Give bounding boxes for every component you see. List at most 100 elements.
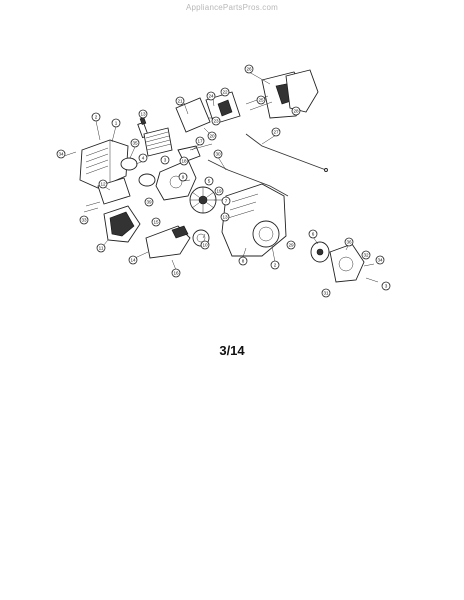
starter-pulley xyxy=(310,241,330,263)
svg-text:1: 1 xyxy=(115,121,118,126)
callout-20: 20 xyxy=(207,131,217,141)
svg-text:27: 27 xyxy=(273,130,279,135)
svg-text:17: 17 xyxy=(197,139,203,144)
svg-text:8: 8 xyxy=(242,259,245,264)
callout-36: 36 xyxy=(344,237,354,247)
svg-text:3: 3 xyxy=(385,284,388,289)
carburetor xyxy=(175,91,241,133)
callout-32: 32 xyxy=(361,250,371,260)
callout-26: 26 xyxy=(244,64,254,74)
fuel-tank xyxy=(145,225,191,259)
callout-3: 3 xyxy=(160,155,170,165)
exploded-parts-diagram: 2 1 34 35 13 4 3 21 24 22 26 25 28 23 20… xyxy=(56,64,391,298)
svg-text:26: 26 xyxy=(246,67,252,72)
svg-text:4: 4 xyxy=(142,156,145,161)
callout-2b: 2 xyxy=(270,260,280,270)
callout-24: 24 xyxy=(206,91,216,101)
callout-23: 23 xyxy=(211,116,221,126)
svg-text:7: 7 xyxy=(225,199,228,204)
svg-text:29: 29 xyxy=(288,243,294,248)
flywheel xyxy=(189,186,217,214)
svg-text:32: 32 xyxy=(363,253,369,258)
callout-31: 31 xyxy=(321,288,331,298)
callout-18: 18 xyxy=(179,156,189,166)
air-filter-housing xyxy=(261,69,319,119)
callout-29: 29 xyxy=(286,240,296,250)
svg-text:18: 18 xyxy=(181,159,187,164)
watermark: AppliancePartsPros.com xyxy=(186,3,278,12)
muffler-cover xyxy=(79,139,129,189)
page-number: 3/14 xyxy=(219,343,245,358)
callout-2: 2 xyxy=(91,112,101,122)
callout-3b: 3 xyxy=(381,281,391,291)
engine-housing xyxy=(221,183,287,257)
callout-7: 7 xyxy=(221,196,231,206)
svg-text:11: 11 xyxy=(99,246,104,251)
svg-text:12: 12 xyxy=(100,182,106,187)
svg-text:9: 9 xyxy=(182,175,185,180)
screws xyxy=(63,151,379,283)
callout-14: 14 xyxy=(128,255,138,265)
callout-21: 21 xyxy=(175,96,185,106)
svg-text:35: 35 xyxy=(132,141,138,146)
svg-text:22: 22 xyxy=(222,90,228,95)
svg-text:16: 16 xyxy=(173,271,179,276)
svg-text:10: 10 xyxy=(202,243,208,248)
svg-text:15: 15 xyxy=(153,220,159,225)
air-cleaner-cover xyxy=(103,205,141,243)
callout-27: 27 xyxy=(271,127,281,137)
callout-34b: 34 xyxy=(375,255,385,265)
svg-text:24: 24 xyxy=(208,94,214,99)
callout-13: 13 xyxy=(138,109,148,119)
svg-text:36: 36 xyxy=(346,240,352,245)
callout-16: 16 xyxy=(171,268,181,278)
svg-text:33: 33 xyxy=(81,218,87,223)
callout-10: 10 xyxy=(200,240,210,250)
svg-text:6: 6 xyxy=(312,232,315,237)
callout-35: 35 xyxy=(130,138,140,148)
svg-text:31: 31 xyxy=(323,291,329,296)
svg-text:3: 3 xyxy=(164,158,167,163)
callout-5: 5 xyxy=(204,176,214,186)
svg-text:21: 21 xyxy=(177,99,183,104)
callout-9: 9 xyxy=(178,172,188,182)
callout-22: 22 xyxy=(220,87,230,97)
svg-text:34: 34 xyxy=(377,258,383,263)
svg-text:2: 2 xyxy=(95,115,98,120)
svg-text:14: 14 xyxy=(130,258,136,263)
callout-6: 6 xyxy=(308,229,318,239)
callout-11: 11 xyxy=(96,243,106,253)
callout-1: 1 xyxy=(111,118,121,128)
throttle-rod xyxy=(245,133,328,172)
callout-34: 34 xyxy=(56,149,66,159)
callout-28: 28 xyxy=(291,106,301,116)
svg-text:19: 19 xyxy=(216,189,222,194)
svg-text:25: 25 xyxy=(258,98,264,103)
svg-text:30: 30 xyxy=(215,152,221,157)
callout-15: 15 xyxy=(151,217,161,227)
cylinder xyxy=(143,127,173,157)
svg-text:39: 39 xyxy=(146,200,152,205)
callout-33: 33 xyxy=(79,215,89,225)
fuel-line xyxy=(207,159,289,197)
callout-12: 12 xyxy=(98,179,108,189)
svg-text:20: 20 xyxy=(209,134,215,139)
callout-4: 4 xyxy=(138,153,148,163)
callout-39: 39 xyxy=(144,197,154,207)
svg-text:34: 34 xyxy=(58,152,64,157)
recoil-housing xyxy=(329,243,365,283)
callout-8: 8 xyxy=(238,256,248,266)
svg-text:28: 28 xyxy=(293,109,299,114)
svg-text:13: 13 xyxy=(222,215,228,220)
svg-text:2: 2 xyxy=(274,263,277,268)
callout-13b: 13 xyxy=(220,212,230,222)
callout-30: 30 xyxy=(213,149,223,159)
gasket-ring xyxy=(138,173,156,187)
callout-25: 25 xyxy=(256,95,266,105)
callout-17: 17 xyxy=(195,136,205,146)
callout-19: 19 xyxy=(214,186,224,196)
svg-text:23: 23 xyxy=(213,119,219,124)
piston xyxy=(120,157,138,171)
svg-text:5: 5 xyxy=(208,179,211,184)
svg-text:13: 13 xyxy=(140,112,146,117)
